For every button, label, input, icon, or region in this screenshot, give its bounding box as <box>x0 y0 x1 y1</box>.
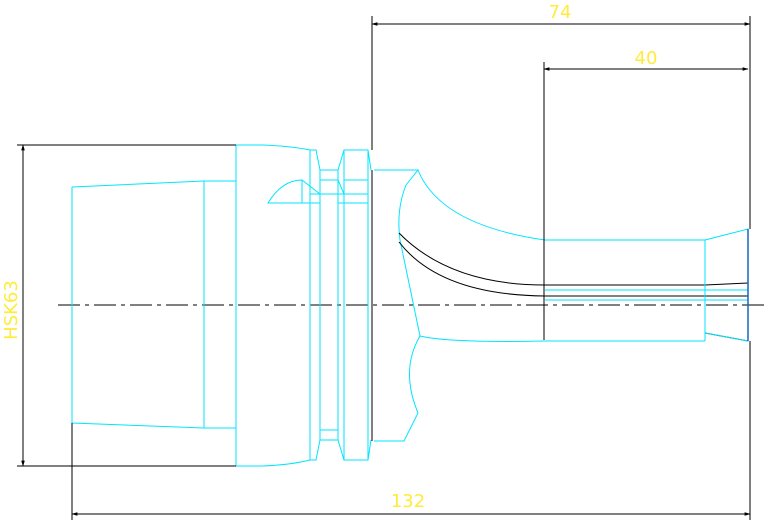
dim-hsk63: HSK63 <box>1 144 236 467</box>
dim-74-label: 74 <box>549 2 572 23</box>
flange <box>236 144 372 467</box>
collet-nose <box>371 169 546 442</box>
dim-40: 40 <box>543 48 749 340</box>
shank-body <box>71 145 237 466</box>
dim-132-label: 132 <box>391 491 425 512</box>
inner-contour <box>398 232 749 342</box>
dim-132: 132 <box>71 341 751 520</box>
dim-40-label: 40 <box>635 48 658 69</box>
dim-hsk63-label: HSK63 <box>1 280 22 340</box>
dim-74: 74 <box>371 2 751 229</box>
tool-shaft <box>545 228 749 342</box>
